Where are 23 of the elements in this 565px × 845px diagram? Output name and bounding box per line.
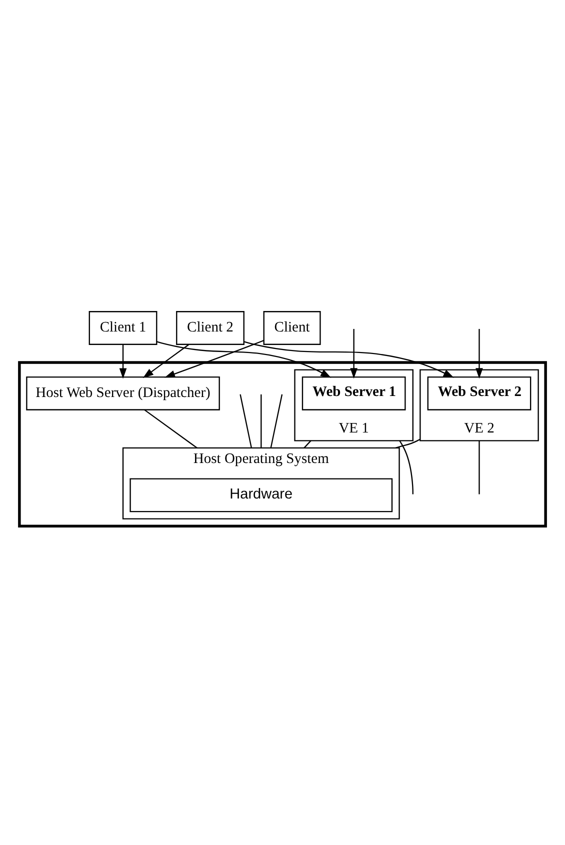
arrow bbox=[119, 344, 127, 379]
connector bbox=[399, 440, 414, 494]
node-box: Web Server 2 bbox=[427, 376, 532, 410]
node-box: Client 1 bbox=[88, 311, 158, 345]
node-box: Client bbox=[263, 311, 321, 345]
node-box: Host Web Server (Dispatcher) bbox=[26, 376, 220, 410]
node-box: Web Server 1 bbox=[302, 376, 406, 410]
arrow bbox=[244, 341, 454, 378]
cluster bbox=[18, 361, 547, 528]
arrow bbox=[350, 328, 358, 379]
connector bbox=[304, 440, 312, 448]
node-box: Client 2 bbox=[176, 311, 244, 345]
arrow bbox=[476, 328, 483, 379]
arrow bbox=[156, 341, 332, 378]
arrow bbox=[164, 340, 264, 378]
node-box: Hardware bbox=[130, 478, 393, 512]
connector bbox=[395, 438, 420, 448]
connector bbox=[144, 409, 198, 448]
arrow bbox=[142, 344, 190, 378]
connector bbox=[240, 394, 252, 448]
connector bbox=[260, 394, 262, 448]
connector bbox=[270, 394, 283, 448]
connector bbox=[478, 440, 480, 494]
